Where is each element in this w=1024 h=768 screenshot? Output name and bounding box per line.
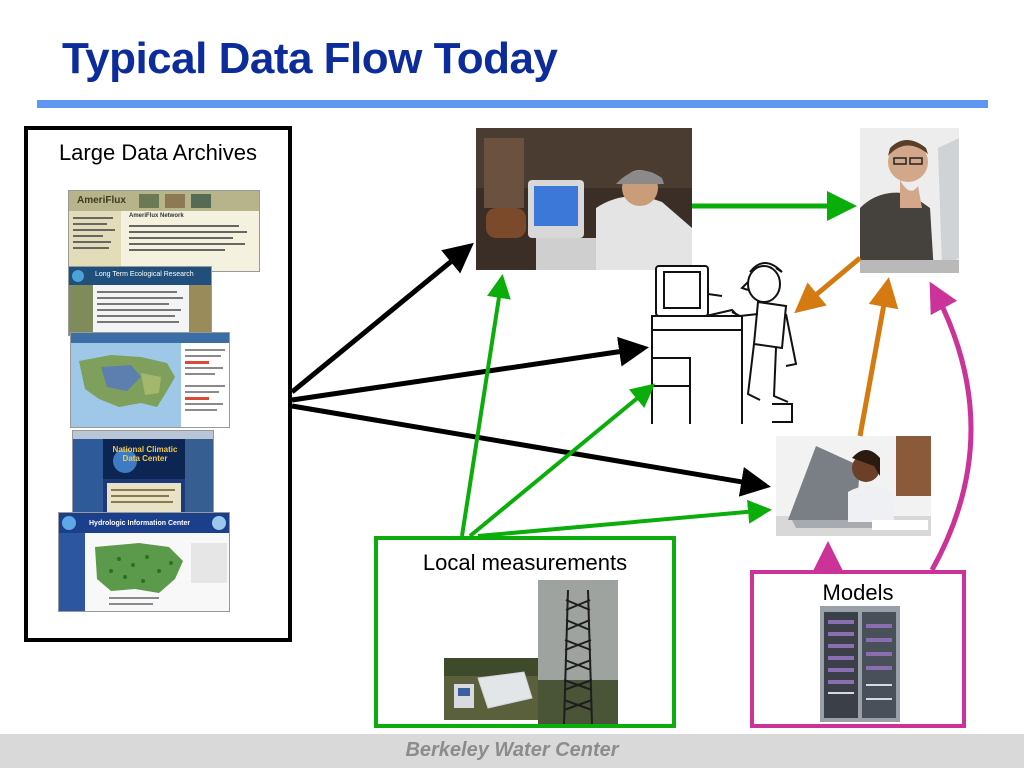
nws-heading: Hydrologic Information Center [89, 520, 191, 527]
ncdc-website-thumbnail: National Climatic Data Center [72, 430, 214, 516]
us-map-website-thumbnail [70, 332, 230, 428]
lter-heading: Long Term Ecological Research [95, 271, 194, 278]
arrow-archives-to-student [291, 403, 771, 497]
models-box: Models [750, 570, 966, 728]
local-measurements-label: Local measurements [422, 550, 628, 575]
footer-text: Berkeley Water Center [405, 739, 619, 761]
local-measurements-box: Local measurements [374, 536, 676, 728]
student-with-laptop-photo [776, 436, 931, 536]
arrow-models-to-analyst [929, 281, 974, 572]
analyst-thinking-photo [860, 128, 959, 273]
arrow-archives-to-desk-user [291, 336, 649, 403]
ameriflux-website-thumbnail: AmeriFlux AmeriFlux Network [68, 190, 260, 272]
archives-label: Large Data Archives [58, 140, 258, 165]
slide-title: Typical Data Flow Today [62, 34, 558, 83]
title-underline [37, 100, 988, 108]
flux-tower-photo [538, 580, 618, 724]
arrow-student-to-analyst [857, 277, 899, 437]
nws-website-thumbnail: Hydrologic Information Center [58, 512, 230, 612]
researcher-at-computer-photo [476, 128, 692, 270]
arrow-archives-to-researcher [290, 242, 474, 394]
lter-website-thumbnail: Long Term Ecological Research [68, 266, 212, 336]
ameriflux-brand: AmeriFlux [77, 195, 126, 206]
cartoon-user-at-desk-illustration [636, 254, 808, 432]
models-label: Models [822, 580, 894, 605]
field-sensor-chamber-photo [444, 658, 538, 720]
ncdc-heading: National Climatic Data Center [112, 445, 178, 463]
ameriflux-heading: AmeriFlux Network [129, 213, 184, 219]
arrow-local-to-student [477, 499, 772, 538]
arrow-local-to-researcher [460, 274, 511, 537]
footer-bar: Berkeley Water Center [0, 734, 1024, 768]
arrow-local-to-desk-user [468, 383, 656, 538]
supercomputer-rack-photo [820, 606, 900, 722]
arrow-analyst-to-desk-user [794, 256, 862, 314]
archives-box: Large Data Archives [24, 126, 292, 642]
